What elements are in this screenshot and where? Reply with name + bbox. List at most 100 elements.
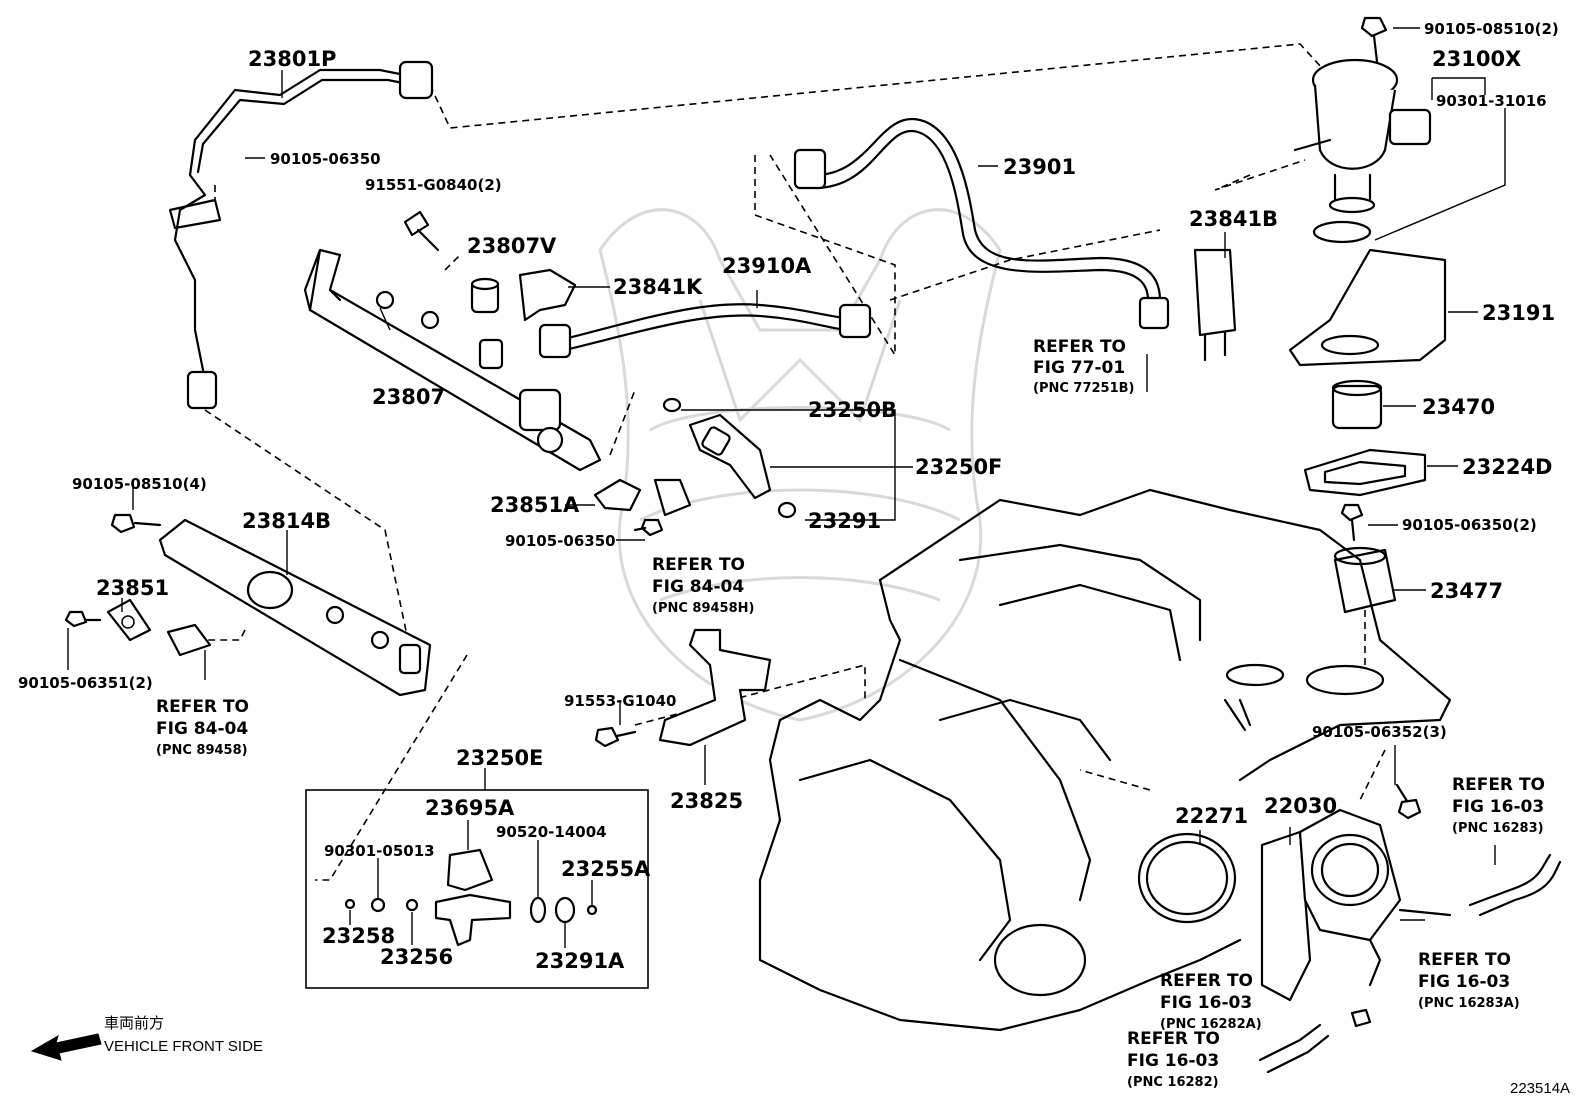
refer-fig-16-03-pnc-16282: REFER TO FIG 16-03 (PNC 16282)	[1127, 1029, 1220, 1090]
bolt-90105-06352	[1395, 783, 1422, 820]
label-23291: 23291	[808, 509, 881, 533]
label-91553-G1040: 91553-G1040	[564, 692, 676, 710]
svg-text:(PNC 16282): (PNC 16282)	[1127, 1075, 1219, 1090]
svg-text:FIG 16-03: FIG 16-03	[1160, 993, 1252, 1013]
bolt-90105-08510-top	[1360, 16, 1388, 72]
svg-text:FIG 16-03: FIG 16-03	[1127, 1051, 1219, 1071]
label-23801P: 23801P	[248, 47, 336, 71]
label-22030: 22030	[1264, 794, 1337, 818]
svg-text:(PNC 89458H): (PNC 89458H)	[652, 601, 754, 616]
part-23851-bracket	[106, 598, 152, 642]
label-23841K: 23841K	[613, 275, 703, 299]
svg-text:FIG 84-04: FIG 84-04	[652, 577, 744, 597]
label-23100X: 23100X	[1432, 47, 1521, 71]
label-23851A: 23851A	[490, 493, 580, 517]
part-23851A-bracket	[593, 478, 642, 512]
part-23224D-gasket	[1303, 448, 1427, 497]
label-23250E: 23250E	[456, 746, 543, 770]
label-23470: 23470	[1422, 395, 1495, 419]
part-sensor-refer-84-04	[166, 623, 212, 657]
part-23250B-o-ring	[662, 397, 682, 413]
part-23191-insulator	[1288, 248, 1447, 367]
vehicle-front-indicator: 車両前方 VEHICLE FRONT SIDE	[30, 1015, 263, 1061]
label-23250B: 23250B	[808, 398, 897, 422]
direction-english: VEHICLE FRONT SIDE	[104, 1038, 263, 1055]
label-90105-08510-2: 90105-08510(2)	[1424, 20, 1559, 38]
label-23695A: 23695A	[425, 796, 515, 820]
svg-text:REFER TO: REFER TO	[156, 697, 249, 717]
part-22030-throttle-body	[1260, 808, 1402, 1002]
part-23100X-fuel-pump	[1293, 58, 1432, 214]
svg-text:(PNC 16282A): (PNC 16282A)	[1160, 1017, 1262, 1032]
svg-text:REFER TO: REFER TO	[1418, 950, 1511, 970]
svg-text:REFER TO: REFER TO	[652, 555, 745, 575]
svg-text:(PNC 16283): (PNC 16283)	[1452, 821, 1544, 836]
svg-text:FIG 16-03: FIG 16-03	[1418, 972, 1510, 992]
label-23910A: 23910A	[722, 254, 812, 278]
label-90301-05013: 90301-05013	[324, 842, 435, 860]
label-23258: 23258	[322, 924, 395, 948]
part-23841K-clip	[518, 268, 577, 322]
label-23256: 23256	[380, 945, 453, 969]
label-23851: 23851	[96, 576, 169, 600]
label-90105-06350-b: 90105-06350	[505, 532, 616, 550]
label-23477: 23477	[1430, 579, 1503, 603]
bolt-90105-08510-4	[110, 513, 162, 534]
svg-text:REFER TO: REFER TO	[1160, 971, 1253, 991]
label-23901: 23901	[1003, 155, 1076, 179]
part-sensor-refer-84-04-h	[653, 478, 692, 517]
part-90301-31016-o-ring	[1312, 220, 1372, 244]
label-23291A: 23291A	[535, 949, 625, 973]
svg-text:REFER TO: REFER TO	[1127, 1029, 1220, 1049]
refer-fig-84-04-pnc-89458: REFER TO FIG 84-04 (PNC 89458)	[156, 697, 249, 758]
label-90301-31016: 90301-31016	[1436, 92, 1547, 110]
engine-block-outline	[758, 488, 1452, 1032]
part-23291-ring	[777, 501, 797, 519]
svg-text:REFER TO: REFER TO	[1452, 775, 1545, 795]
refer-fig-16-03-pnc-16283: REFER TO FIG 16-03 (PNC 16283)	[1452, 775, 1545, 836]
part-23250F-injector	[688, 413, 772, 500]
part-23807-fuel-delivery-pipe	[303, 248, 602, 472]
dashed-reference-lines	[204, 43, 1386, 881]
label-22271: 22271	[1175, 804, 1248, 828]
label-23224D: 23224D	[1462, 455, 1553, 479]
kit-23250E-box	[305, 789, 649, 989]
bolt-90105-06350-2	[1340, 503, 1364, 542]
part-23470-lifter	[1331, 379, 1383, 430]
refer-fig-77-01: REFER TO FIG 77-01 (PNC 77251B)	[1033, 337, 1135, 396]
part-23901-fuel-hose	[793, 117, 1170, 330]
label-23825: 23825	[670, 789, 743, 813]
part-23910A-fuel-hose	[538, 303, 872, 359]
part-23807V-insulator	[470, 277, 500, 314]
svg-text:(PNC 77251B): (PNC 77251B)	[1033, 381, 1135, 396]
svg-text:FIG 84-04: FIG 84-04	[156, 719, 248, 739]
kit-23250E-parts	[344, 848, 598, 947]
part-23841B-clip	[1193, 248, 1237, 362]
part-23801P-fuel-pipe	[168, 60, 434, 410]
hoses-refer-16-03	[1258, 853, 1562, 1074]
svg-text:(PNC 89458): (PNC 89458)	[156, 743, 248, 758]
label-23841B: 23841B	[1189, 207, 1278, 231]
illustration-number: 223514A	[1510, 1080, 1570, 1097]
label-90105-06352: 90105-06352(3)	[1312, 723, 1447, 741]
svg-text:FIG 16-03: FIG 16-03	[1452, 797, 1544, 817]
svg-text:REFER TO: REFER TO	[1033, 337, 1126, 357]
label-91551-G0840: 91551-G0840(2)	[365, 176, 502, 194]
front-arrow-icon	[30, 1033, 102, 1061]
label-23191: 23191	[1482, 301, 1555, 325]
label-23250F: 23250F	[915, 455, 1002, 479]
refer-fig-16-03-pnc-16282A: REFER TO FIG 16-03 (PNC 16282A)	[1160, 971, 1262, 1032]
part-23825-bracket	[658, 628, 772, 747]
bolt-91553-G1040	[594, 726, 637, 748]
label-23814B: 23814B	[242, 509, 331, 533]
bolt-90105-06350-b	[633, 518, 664, 537]
bolt-90105-06351	[64, 610, 102, 628]
leader-lines	[67, 27, 1506, 948]
label-90520-14004: 90520-14004	[496, 823, 607, 841]
label-90105-06350-2: 90105-06350(2)	[1402, 516, 1537, 534]
label-23807V: 23807V	[467, 234, 557, 258]
label-90105-06350-a: 90105-06350	[270, 150, 381, 168]
bolt-91551-G0840	[403, 210, 440, 252]
svg-text:(PNC 16283A): (PNC 16283A)	[1418, 996, 1520, 1011]
